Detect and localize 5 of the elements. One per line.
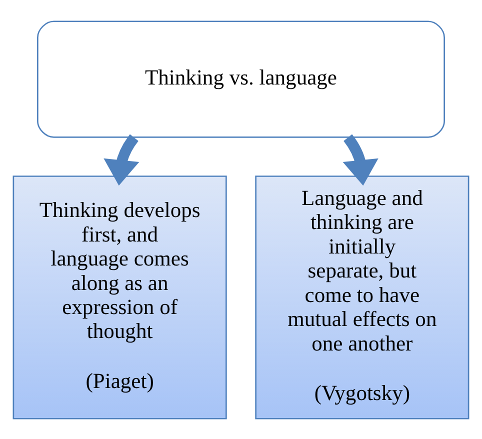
arrow [342,134,378,186]
arrow [104,134,140,186]
node-box: Language and thinking are initially separate, but come to have mutual effects on one another (Vygotsky) [255,175,470,419]
node-box: Thinking vs. language [37,20,445,138]
node-box: Thinking develops first, and language comes along as an expression of thought (Piaget) [12,175,227,419]
